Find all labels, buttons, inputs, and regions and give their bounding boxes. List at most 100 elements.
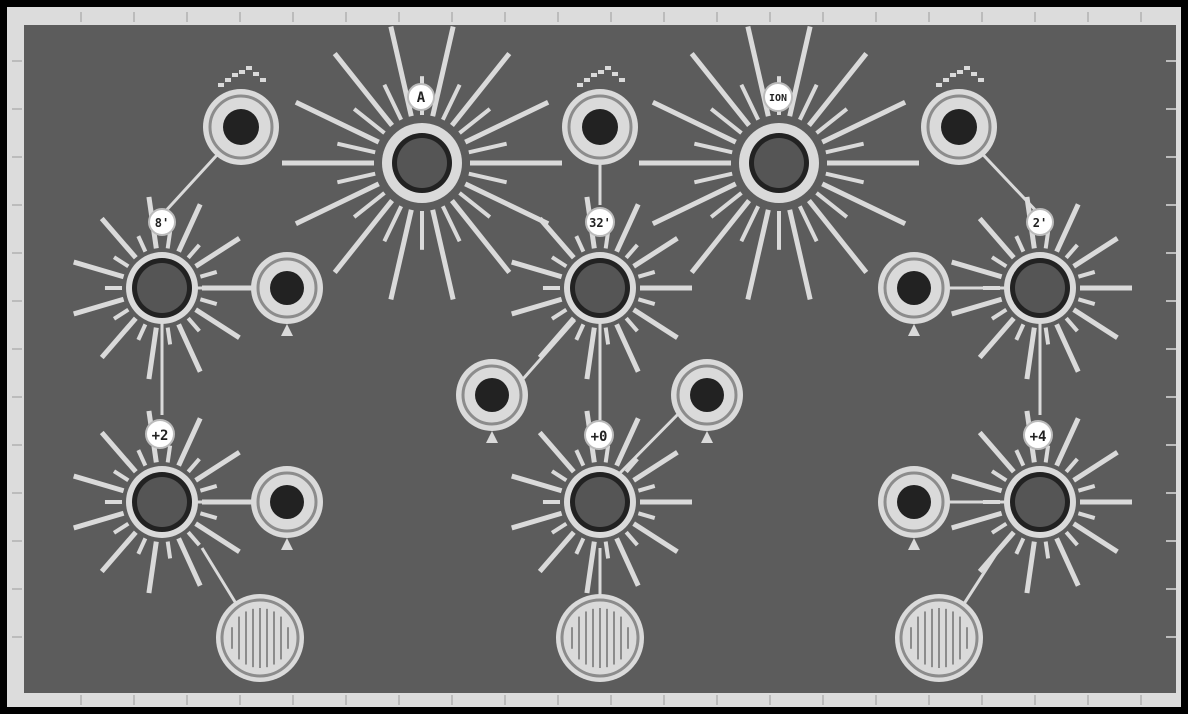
rim-notch: [292, 695, 294, 705]
rim-notch: [12, 156, 22, 158]
switch-center[interactable]: [556, 594, 644, 682]
rim-notch: [822, 695, 824, 705]
rim-notch: [1166, 636, 1176, 638]
rim-notch: [610, 695, 612, 705]
rim-notch: [133, 12, 135, 22]
rim-notch: [822, 12, 824, 22]
rim-notch: [451, 695, 453, 705]
knob-cap: [137, 263, 187, 313]
rim-notch: [12, 492, 22, 494]
knob-label: A: [417, 90, 426, 106]
knob-cap: [575, 477, 625, 527]
rim-notch: [80, 695, 82, 705]
knob-tick: [1046, 446, 1048, 463]
rim-notch: [1140, 695, 1142, 705]
rim-notch: [1166, 588, 1176, 590]
badge-left-upper: 8': [149, 209, 175, 235]
rim-notch: [12, 252, 22, 254]
badge-center-lower: +0: [585, 421, 613, 449]
knob-cap: [575, 263, 625, 313]
rim-notch: [12, 636, 22, 638]
badge-top-right: ION: [764, 83, 792, 111]
rim-notch: [1166, 492, 1176, 494]
rim-notch: [663, 695, 665, 705]
rim-notch: [1166, 396, 1176, 398]
rim-notch: [239, 12, 241, 22]
rim-notch: [981, 12, 983, 22]
rim-notch: [1166, 252, 1176, 254]
rim-notch: [1166, 540, 1176, 542]
rim-notch: [186, 695, 188, 705]
rim-notch: [981, 695, 983, 705]
rim-notch: [769, 695, 771, 705]
rim-notch: [557, 12, 559, 22]
jack-top-center[interactable]: [562, 89, 638, 165]
rim-notch: [12, 540, 22, 542]
badge-right-upper: 2': [1027, 209, 1053, 235]
rim-notch: [239, 695, 241, 705]
knob-label: 8': [155, 216, 169, 230]
rim-notch: [769, 12, 771, 22]
badge-right-lower: +4: [1024, 421, 1052, 449]
rim-notch: [12, 444, 22, 446]
knob-label: +2: [152, 428, 169, 444]
knob-cap: [1015, 477, 1065, 527]
rim-notch: [663, 12, 665, 22]
knob-label: +0: [591, 429, 608, 445]
rim-notch: [1034, 695, 1036, 705]
jack-hole: [475, 378, 509, 412]
rim-notch: [1166, 300, 1176, 302]
knob-tick: [168, 542, 170, 559]
rim-notch: [451, 12, 453, 22]
rim-notch: [504, 12, 506, 22]
jack-hole: [270, 271, 304, 305]
knob-tick: [1046, 542, 1048, 559]
knob-tick: [168, 446, 170, 463]
knob-label: +4: [1030, 429, 1047, 445]
rim-notch: [504, 695, 506, 705]
rim-notch: [398, 12, 400, 22]
jack-hole: [897, 271, 931, 305]
rim-notch: [1166, 156, 1176, 158]
rim-notch: [875, 695, 877, 705]
knob-cap: [754, 138, 804, 188]
jack-top-right[interactable]: [921, 89, 997, 165]
jack-top-left[interactable]: [203, 89, 279, 165]
jack-hole: [582, 109, 618, 145]
rim-notch: [12, 60, 22, 62]
rim-notch: [1087, 12, 1089, 22]
rim-notch: [610, 12, 612, 22]
switch-left[interactable]: [216, 594, 304, 682]
jack-hole: [897, 485, 931, 519]
rim-notch: [186, 12, 188, 22]
knob-label: 2': [1033, 216, 1047, 230]
rim-notch: [928, 695, 930, 705]
badge-top-left: A: [408, 84, 434, 110]
rim-notch: [716, 12, 718, 22]
rim-notch: [1034, 12, 1036, 22]
rim-notch: [1166, 60, 1176, 62]
rim-notch: [557, 695, 559, 705]
knob-tick: [606, 328, 608, 345]
rim-notch: [1166, 108, 1176, 110]
rim-notch: [12, 108, 22, 110]
jack-hole: [270, 485, 304, 519]
rim-notch: [716, 695, 718, 705]
switch-right[interactable]: [895, 594, 983, 682]
knob-label: ION: [769, 93, 787, 104]
rim-notch: [12, 396, 22, 398]
rim-notch: [12, 588, 22, 590]
rim-notch: [292, 12, 294, 22]
knob-tick: [168, 328, 170, 345]
rim-notch: [133, 695, 135, 705]
rim-notch: [80, 12, 82, 22]
rim-notch: [12, 204, 22, 206]
rim-notch: [398, 695, 400, 705]
knob-cap: [397, 138, 447, 188]
rim-notch: [345, 695, 347, 705]
rim-notch: [1140, 12, 1142, 22]
rim-notch: [1166, 444, 1176, 446]
badge-center-upper: 32': [586, 208, 614, 236]
rim-notch: [875, 12, 877, 22]
